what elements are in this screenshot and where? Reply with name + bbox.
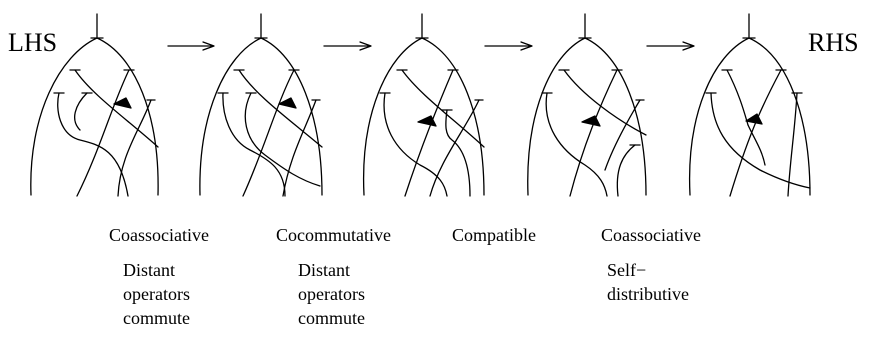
note-line: Distant [298,260,350,280]
tree-diagram-4 [527,13,647,197]
note-line: commute [298,308,365,328]
tree-diagram-2 [199,13,323,197]
step-label: Cocommutative [276,225,391,245]
note-line: Self− [607,260,647,280]
step-label: Compatible [452,225,536,245]
note-line: operators [298,284,365,304]
step-label: Coassociative [601,225,701,245]
rhs-label: RHS [808,28,859,57]
note-line: commute [123,308,190,328]
note-line: Distant [123,260,175,280]
arrow-1 [167,41,215,51]
note-line: operators [123,284,190,304]
step-note: Distant operators commute [298,258,365,330]
note-line: distributive [607,284,689,304]
arrow-2 [323,41,372,51]
arrow-3 [484,41,533,51]
tree-diagram-1 [30,13,159,197]
tree-diagram-3 [362,13,485,197]
tree-diagram-5 [688,13,811,197]
step-note: Distant operators commute [123,258,190,330]
step-note: Self− distributive [607,258,689,306]
arrow-4 [646,41,695,51]
lhs-label: LHS [8,28,58,57]
step-label: Coassociative [109,225,209,245]
